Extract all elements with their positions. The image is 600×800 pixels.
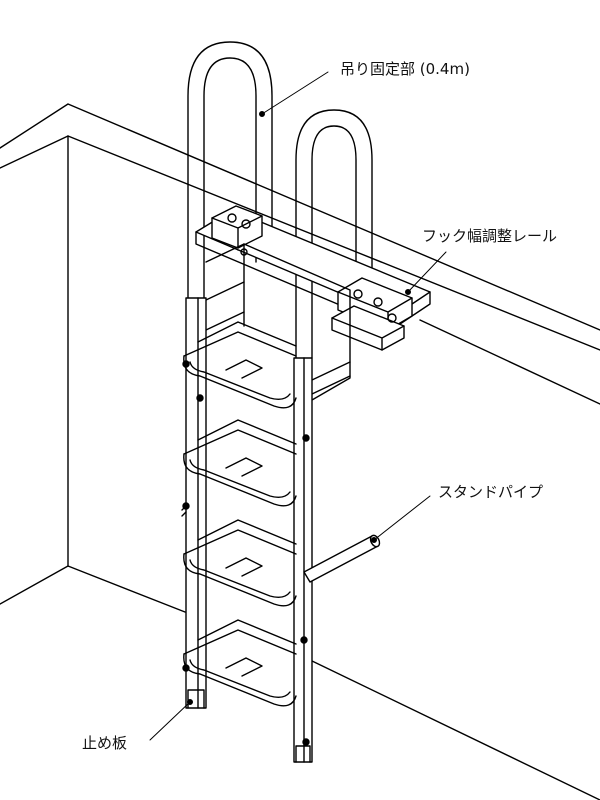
label-hanging-part: 吊り固定部 (0.4m) [340,60,470,78]
label-stop-plate: 止め板 [82,734,128,752]
hanging-pipes [187,41,373,359]
ladder-steps [182,321,310,746]
building-wall [0,103,600,800]
stand-pipe [181,505,381,583]
hook-rail-assembly [195,205,431,401]
label-stand-pipe: スタンドパイプ [438,483,544,501]
ladder-rails [185,297,313,763]
label-hook-rail: フック幅調整レール [422,227,558,245]
leader-lines [149,71,447,741]
